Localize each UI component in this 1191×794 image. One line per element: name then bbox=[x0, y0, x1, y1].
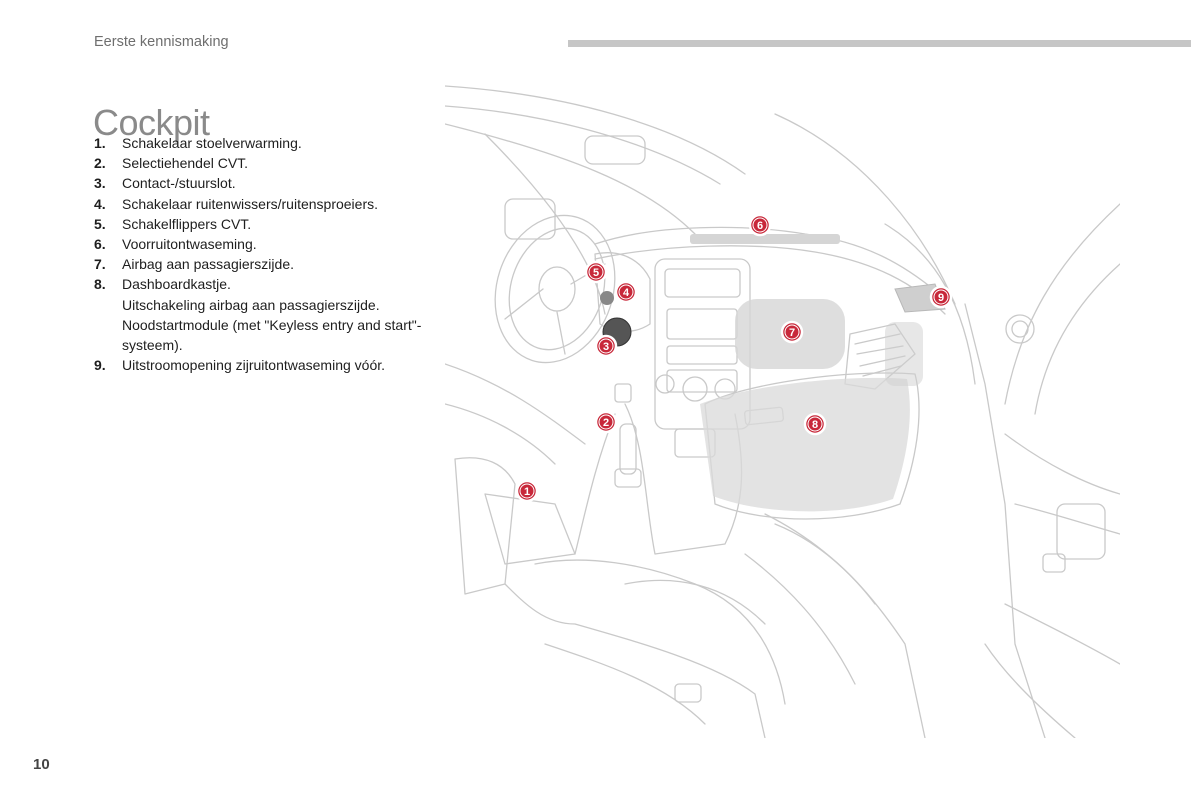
legend-item: 5. Schakelflippers CVT. bbox=[94, 214, 434, 234]
header-rule bbox=[568, 40, 1191, 47]
legend-number: 3. bbox=[94, 175, 106, 192]
legend-text: Uitschakeling airbag aan passagierszijde… bbox=[122, 296, 380, 313]
cockpit-illustration: 1 2 3 4 5 6 7 8 bbox=[445, 84, 1120, 738]
legend-number: 5. bbox=[94, 215, 106, 232]
callout-8-label: 8 bbox=[812, 419, 818, 431]
callout-3: 3 bbox=[594, 334, 618, 358]
callout-4: 4 bbox=[614, 280, 638, 304]
page-number: 10 bbox=[33, 756, 50, 773]
wiper-stalk bbox=[600, 291, 614, 305]
legend-number: 8. bbox=[94, 276, 106, 293]
callout-2: 2 bbox=[594, 410, 618, 434]
cockpit-drawing: 1 2 3 4 5 6 7 8 bbox=[445, 85, 1120, 738]
callout-7-label: 7 bbox=[789, 327, 795, 339]
legend-text: Voorruitontwaseming. bbox=[122, 236, 257, 253]
callout-3-label: 3 bbox=[603, 341, 609, 353]
glovebox-shade bbox=[700, 377, 910, 512]
legend-text: Selectiehendel CVT. bbox=[122, 155, 249, 172]
callout-2-label: 2 bbox=[603, 417, 609, 429]
legend-number: 2. bbox=[94, 155, 106, 172]
callout-7: 7 bbox=[780, 320, 804, 344]
callout-9: 9 bbox=[929, 285, 953, 309]
legend-item: 2. Selectiehendel CVT. bbox=[94, 153, 434, 173]
legend-item: 1. Schakelaar stoelverwarming. bbox=[94, 133, 434, 153]
callout-6-label: 6 bbox=[757, 220, 763, 232]
legend-text: Contact-/stuurslot. bbox=[122, 175, 236, 192]
callout-8: 8 bbox=[803, 412, 827, 436]
legend-item: 6. Voorruitontwaseming. bbox=[94, 234, 434, 254]
callout-1-label: 1 bbox=[524, 486, 530, 498]
legend-text: Dashboardkastje. bbox=[122, 276, 231, 293]
callout-5-label: 5 bbox=[593, 267, 599, 279]
legend-item: 9. Uitstroomopening zijruitontwaseming vó… bbox=[94, 355, 434, 375]
legend-list: 1. Schakelaar stoelverwarming. 2. Selectie… bbox=[94, 133, 434, 375]
callout-4-label: 4 bbox=[623, 287, 630, 299]
legend-text: Schakelaar ruitenwissers/ruitensproeiers… bbox=[122, 195, 378, 212]
legend-text: Schakelaar stoelverwarming. bbox=[122, 135, 302, 151]
legend-text: Noodstartmodule (met "Keyless entry and … bbox=[122, 316, 422, 354]
legend-number: 9. bbox=[94, 357, 106, 374]
legend-text: Schakelflippers CVT. bbox=[122, 215, 252, 232]
section-title: Eerste kennismaking bbox=[94, 34, 229, 50]
callout-9-label: 9 bbox=[938, 292, 944, 304]
legend-number: 7. bbox=[94, 256, 106, 273]
legend-item: 4. Schakelaar ruitenwissers/ruitensproeie… bbox=[94, 194, 434, 214]
page-title: Cockpit bbox=[93, 102, 210, 144]
callout-5: 5 bbox=[584, 260, 608, 284]
legend-text: Airbag aan passagierszijde. bbox=[122, 256, 294, 273]
legend-number: 1. bbox=[94, 135, 106, 151]
legend-item: 8. Dashboardkastje. Uitschakeling airbag a… bbox=[94, 274, 434, 355]
windshield-vent-shade bbox=[690, 234, 840, 244]
callout-1: 1 bbox=[515, 479, 539, 503]
legend-item: 3. Contact-/stuurslot. bbox=[94, 173, 434, 193]
legend-item: 7. Airbag aan passagierszijde. bbox=[94, 254, 434, 274]
callout-6: 6 bbox=[748, 213, 772, 237]
legend-number: 4. bbox=[94, 195, 106, 212]
legend-text: Uitstroomopening zijruitontwaseming vóór… bbox=[122, 357, 386, 374]
legend-number: 6. bbox=[94, 236, 106, 253]
